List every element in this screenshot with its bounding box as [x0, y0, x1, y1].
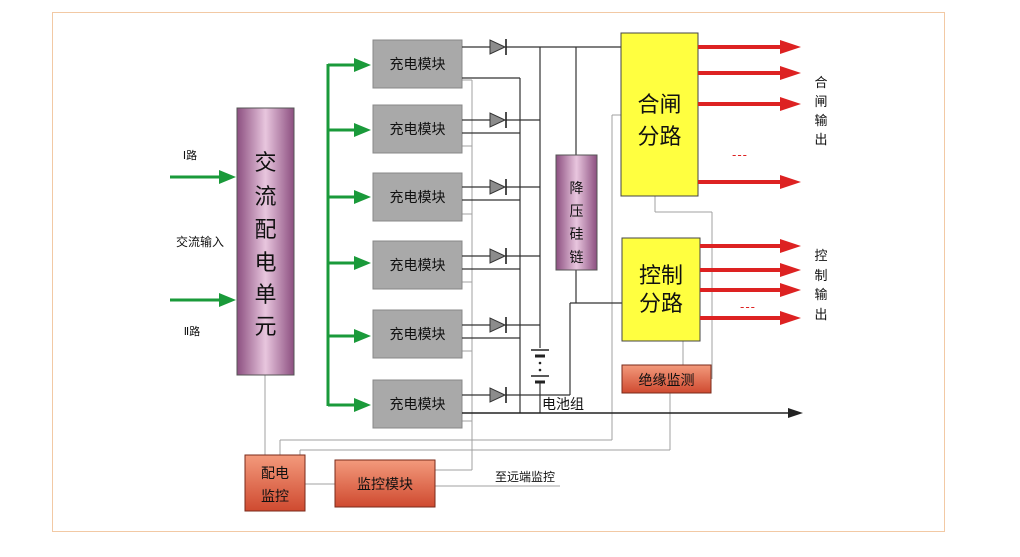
control-output-char: 出 — [814, 308, 827, 323]
remote-monitor-label: 至远端监控 — [495, 470, 555, 484]
charging-module-label: 充电模块 — [390, 258, 446, 274]
charging-module: 充电模块 — [372, 104, 463, 154]
ac-unit-char: 单 — [254, 283, 276, 308]
monitor-module: 监控模块 — [334, 459, 436, 508]
control-branch-line: 控制 — [639, 264, 683, 289]
charging-module: 充电模块 — [372, 39, 463, 89]
module-feed-arrow — [328, 58, 371, 72]
step-down-char: 降 — [570, 181, 584, 197]
control-output-char: 控 — [814, 249, 827, 264]
module-feed-arrow — [328, 190, 371, 204]
battery-label: 电池组 — [542, 397, 584, 413]
insulation-monitor: 绝缘监测 — [621, 364, 712, 394]
monitoring-wires — [264, 79, 713, 487]
diode — [489, 387, 507, 403]
ac-unit-char: 电 — [254, 251, 276, 276]
module-feed-arrow — [328, 398, 371, 412]
ac-feed-arrow-2 — [170, 293, 236, 307]
step-down-char: 链 — [570, 250, 584, 266]
closing-output-char: 出 — [814, 133, 827, 148]
dc-output-arrow — [462, 408, 803, 418]
distribution-monitor: 配电 监控 — [244, 454, 306, 512]
control-output-char: 输 — [814, 287, 827, 303]
closing-output-ellipsis: --- — [732, 148, 748, 162]
module-feed-arrow — [328, 123, 371, 137]
step-down-char: 硅 — [570, 227, 584, 243]
charging-module-label: 充电模块 — [390, 190, 446, 206]
closing-output-char: 闸 — [814, 95, 827, 110]
charging-module: 充电模块 — [372, 309, 463, 359]
closing-output-arrow — [698, 175, 801, 189]
ac-feed-arrow-1 — [170, 170, 236, 184]
control-branch: 控制 分路 — [621, 237, 701, 342]
distribution-monitor-line: 配电 — [261, 466, 289, 482]
diode — [489, 112, 507, 128]
step-down-chain: 降 压 硅 链 — [555, 154, 598, 271]
control-output-arrow — [700, 263, 801, 277]
control-output-label: 控 制 输 出 — [814, 249, 827, 323]
ac-unit-char: 流 — [254, 185, 276, 210]
closing-output-arrow — [698, 66, 801, 80]
module-feed-arrow — [328, 256, 371, 270]
monitor-module-label: 监控模块 — [357, 477, 413, 493]
charging-module-label: 充电模块 — [390, 397, 446, 413]
ac-unit-char: 配 — [254, 218, 276, 243]
charging-module-label: 充电模块 — [390, 327, 446, 343]
input-line-2-label: Ⅱ路 — [184, 325, 200, 338]
ac-distribution-unit: 交 流 配 电 单 元 — [236, 107, 295, 376]
charging-module-label: 充电模块 — [390, 57, 446, 73]
control-output-arrow — [700, 311, 801, 325]
control-output-char: 制 — [814, 269, 827, 284]
closing-branch-line: 合闸 — [637, 93, 681, 118]
charging-module: 充电模块 — [372, 240, 463, 290]
diode — [489, 317, 507, 333]
closing-output-arrow — [698, 40, 801, 54]
ac-unit-char: 交 — [254, 151, 276, 176]
input-line-1-label: Ⅰ路 — [183, 149, 197, 162]
closing-output-label: 合 闸 输 出 — [814, 76, 827, 148]
closing-branch: 合闸 分路 — [620, 32, 699, 197]
charging-module: 充电模块 — [372, 172, 463, 222]
closing-output-char: 输 — [814, 113, 827, 129]
control-output-arrow — [700, 239, 801, 253]
module-feed-arrow — [328, 329, 371, 343]
control-output-arrow — [700, 283, 801, 297]
control-branch-line: 分路 — [639, 292, 683, 317]
distribution-monitor-line: 监控 — [261, 489, 289, 505]
insulation-monitor-label: 绝缘监测 — [639, 373, 695, 389]
diode — [489, 248, 507, 264]
dc-wiring — [462, 46, 622, 413]
diagram-frame — [52, 12, 945, 532]
closing-branch-line: 分路 — [637, 125, 681, 150]
charging-module: 充电模块 — [372, 379, 463, 429]
control-output-ellipsis: --- — [740, 300, 756, 314]
step-down-char: 压 — [570, 204, 584, 220]
ac-unit-char: 元 — [254, 315, 276, 340]
closing-output-arrow — [698, 97, 801, 111]
battery-symbol — [531, 349, 549, 384]
diode — [489, 39, 507, 55]
closing-output-char: 合 — [814, 76, 827, 91]
ac-input-label: 交流输入 — [176, 234, 224, 249]
charging-module-label: 充电模块 — [390, 122, 446, 138]
diode — [489, 179, 507, 195]
